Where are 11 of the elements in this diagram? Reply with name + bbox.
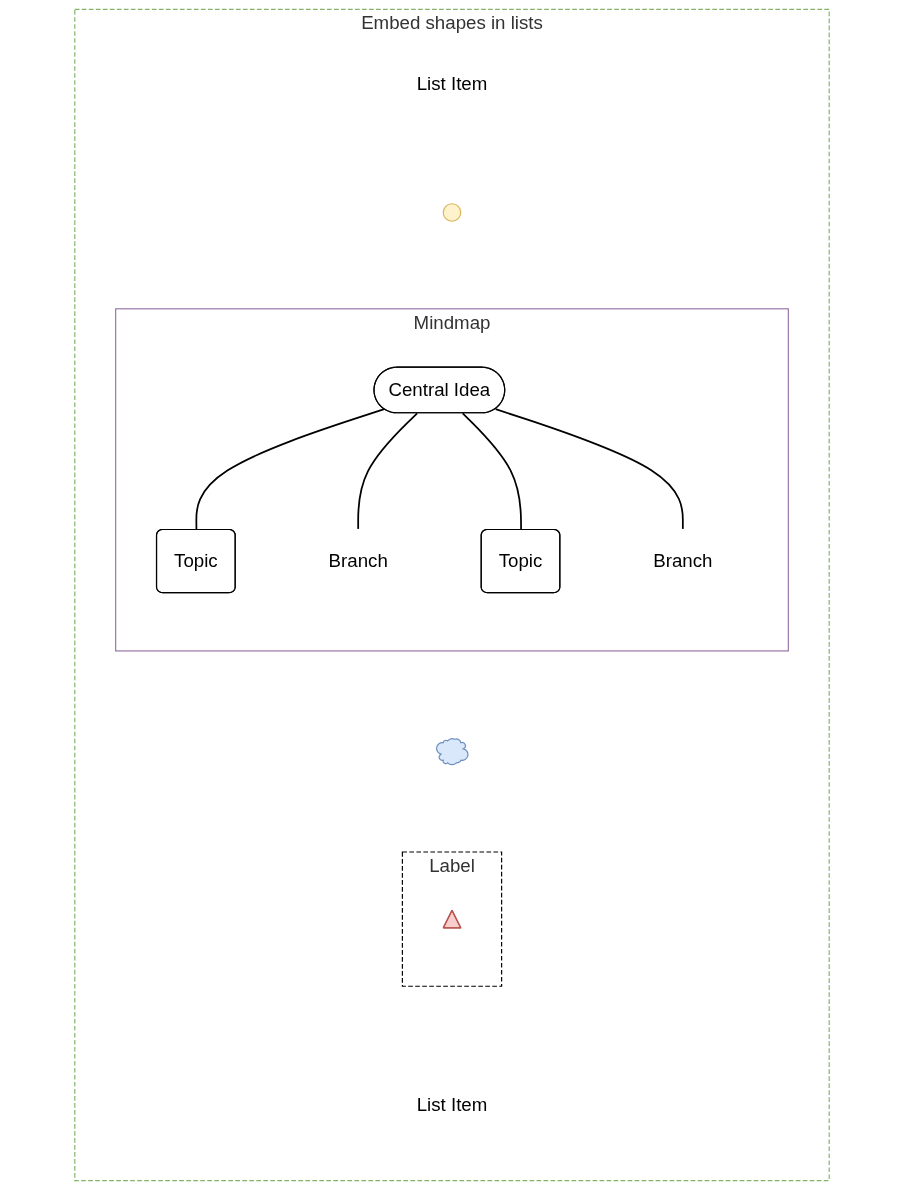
connector — [357, 412, 419, 531]
connector — [494, 408, 684, 531]
node-sun — [442, 203, 462, 222]
connector — [461, 412, 522, 531]
node-text: List Item — [416, 74, 488, 94]
cluster: Label — [401, 851, 503, 987]
connector — [195, 408, 386, 531]
node-text: Branch — [328, 550, 388, 571]
node-text: Branch — [653, 550, 713, 571]
node-cloud — [436, 738, 469, 766]
node-text: List Item — [416, 1094, 488, 1115]
